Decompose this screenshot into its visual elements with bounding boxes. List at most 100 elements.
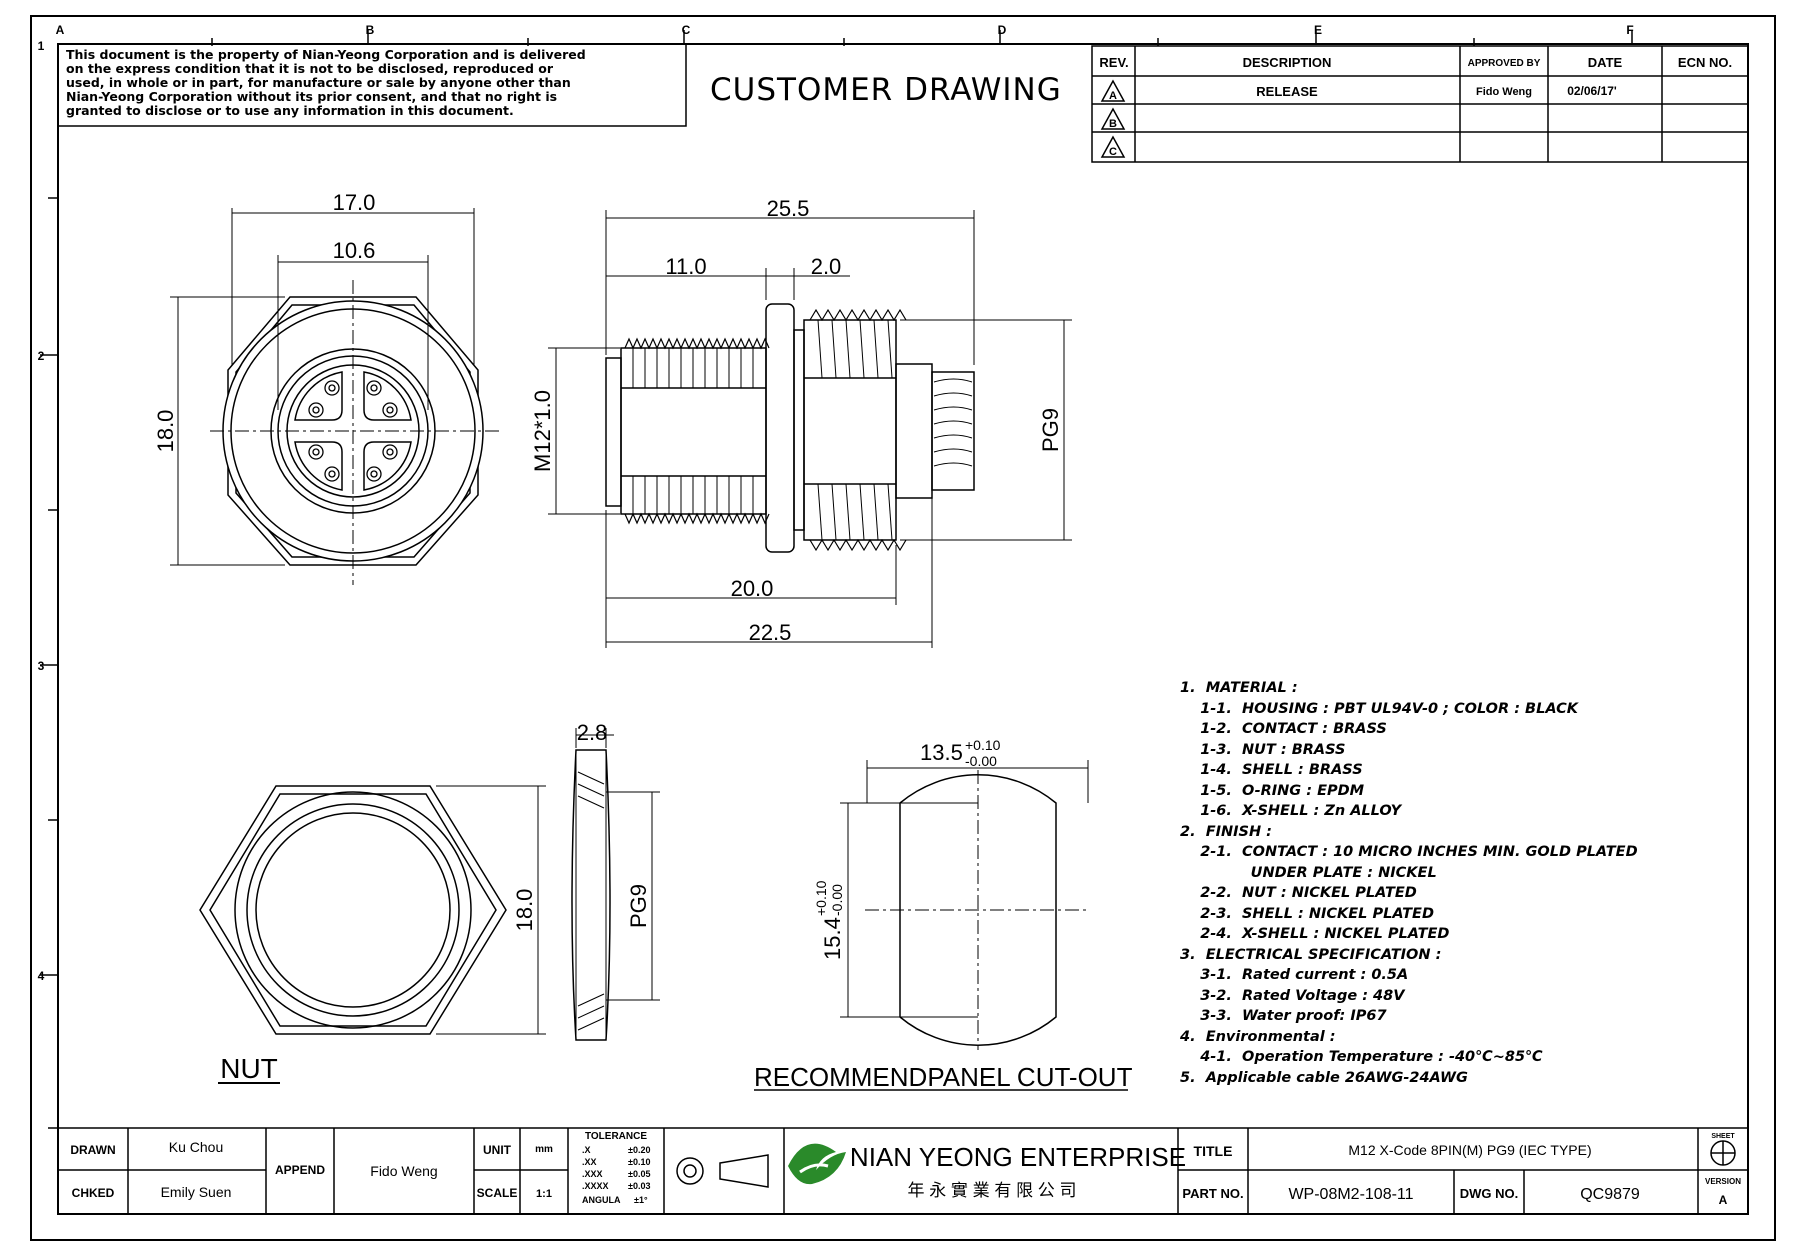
drawn-value: Ku Chou — [169, 1139, 223, 1155]
nut-view — [199, 785, 546, 1084]
note-line: 2-2. NUT : NICKEL PLATED — [1180, 885, 1417, 901]
drawn-label: DRAWN — [70, 1143, 115, 1157]
grid-left-ticks — [40, 197, 58, 1129]
title-label: TITLE — [1194, 1143, 1233, 1159]
tol-row-1-val: ±0.20 — [628, 1145, 650, 1155]
dim-nut-thickness: 2.8 — [577, 720, 608, 745]
spec-notes: 1. MATERIAL : 1-1. HOUSING : PBT UL94V-0… — [1180, 678, 1638, 1088]
dim-cutout-width-tol-minus: -0.00 — [965, 753, 997, 769]
drawing-title: CUSTOMER DRAWING — [710, 72, 1062, 108]
rev-triangles — [1100, 79, 1126, 158]
note-line: 2-3. SHELL : NICKEL PLATED — [1180, 905, 1434, 922]
title-block — [57, 1127, 1749, 1215]
cutout-outline — [899, 774, 1057, 1046]
grid-row-2: 2 — [38, 349, 45, 363]
front-view — [170, 208, 500, 585]
dim-side-pg: PG9 — [1038, 408, 1063, 452]
dim-front-height: 18.0 — [153, 410, 178, 453]
unit-label: UNIT — [483, 1143, 512, 1157]
rev-a-approved: Fido Weng — [1476, 86, 1532, 98]
ownership-notice: This document is the property of Nian-Ye… — [66, 48, 680, 118]
note-line: 3-3. Water proof: IP67 — [1180, 1008, 1387, 1024]
rev-b-label: B — [1109, 118, 1117, 130]
tol-row-1-key: .X — [582, 1145, 591, 1155]
notice-line: on the express condition that it is not … — [66, 61, 554, 76]
note-line: 5. Applicable cable 26AWG-24AWG — [1180, 1069, 1468, 1086]
grid-row-4: 4 — [38, 969, 45, 983]
notice-box — [57, 43, 687, 127]
note-line: UNDER PLATE : NICKEL — [1180, 864, 1437, 881]
dim-front-outer-width: 17.0 — [333, 190, 376, 215]
dim-front-inner-width: 10.6 — [333, 238, 376, 263]
note-line: 1-2. CONTACT : BRASS — [1180, 721, 1387, 737]
dim-cutout-height-tol-plus: +0.10 — [813, 880, 829, 916]
note-line: 1-6. X-SHELL : Zn ALLOY — [1180, 803, 1402, 819]
dim-nut-pg: PG9 — [626, 884, 651, 928]
tolerance-label: TOLERANCE — [585, 1131, 647, 1142]
dwg-value: QC9879 — [1580, 1186, 1640, 1203]
nut-hex-outline — [199, 785, 507, 1035]
rev-header-date: DATE — [1588, 55, 1623, 70]
rev-header-ecn: ECN NO. — [1678, 55, 1732, 70]
dim-cutout-height-tol-minus: -0.00 — [829, 884, 845, 916]
grid-col-e: E — [1314, 23, 1322, 37]
note-line: 2-1. CONTACT : 10 MICRO INCHES MIN. GOLD… — [1180, 844, 1638, 860]
notice-line: Nian-Yeong Corporation without its prior… — [66, 89, 558, 104]
dim-cutout-width: 13.5 — [920, 740, 963, 765]
dwg-label: DWG NO. — [1460, 1186, 1519, 1201]
rev-header-description: DESCRIPTION — [1243, 55, 1332, 70]
notice-line: used, in whole or in part, for manufactu… — [66, 75, 571, 90]
dim-side-flange: 2.0 — [811, 254, 842, 279]
dim-side-thread: M12*1.0 — [530, 390, 555, 472]
note-line: 1-4. SHELL : BRASS — [1180, 762, 1363, 778]
cutout-view — [754, 760, 1128, 1091]
tol-row-2-val: ±0.10 — [628, 1157, 650, 1167]
rev-a-date: 02/06/17' — [1567, 84, 1617, 98]
note-line: 1. MATERIAL : — [1180, 680, 1298, 696]
nut-view-label: NUT — [220, 1053, 278, 1084]
tol-row-3-key: .XXX — [582, 1169, 603, 1179]
rev-a-description: RELEASE — [1256, 84, 1318, 99]
note-line: 2-4. X-SHELL : NICKEL PLATED — [1180, 926, 1450, 942]
unit-value: mm — [535, 1144, 553, 1155]
append-value: Fido Weng — [370, 1163, 437, 1179]
version-label: VERSION — [1705, 1177, 1741, 1186]
grid-col-b: B — [366, 23, 375, 37]
note-line: 4-1. Operation Temperature : -40℃~85℃ — [1180, 1049, 1543, 1065]
note-line: 3-1. Rated current : 0.5A — [1180, 967, 1409, 983]
grid-col-c: C — [682, 23, 691, 37]
dim-side-body: 20.0 — [731, 576, 774, 601]
grid-row-3: 3 — [38, 659, 45, 673]
scale-value: 1:1 — [536, 1188, 552, 1200]
rev-header-rev: REV. — [1099, 55, 1128, 70]
note-line: 1-1. HOUSING : PBT UL94V-0 ; COLOR : BLA… — [1180, 700, 1578, 717]
part-label: PART NO. — [1182, 1186, 1243, 1201]
sheet-label: SHEET — [1711, 1133, 1735, 1140]
part-value: WP-08M2-108-11 — [1288, 1186, 1413, 1203]
note-line: 1-3. NUT : BRASS — [1180, 741, 1346, 758]
company-logo — [788, 1143, 846, 1185]
rev-c-label: C — [1109, 146, 1117, 158]
rev-header-approved: APPROVED BY — [1468, 58, 1541, 69]
notice-line: granted to disclose or to use any inform… — [66, 103, 514, 118]
dim-cutout-height: 15.4 — [820, 917, 845, 960]
dim-side-front: 11.0 — [665, 254, 706, 279]
side-view — [548, 210, 1072, 648]
scale-label: SCALE — [477, 1186, 518, 1200]
grid-row-1: 1 — [38, 39, 45, 53]
cutout-view-label: RECOMMENDPANEL CUT-OUT — [754, 1062, 1133, 1092]
company-zh: 年 永 實 業 有 限 公 司 — [907, 1181, 1076, 1200]
rev-a-label: A — [1109, 90, 1117, 102]
outer-frame — [30, 15, 1776, 1241]
note-line: 3-2. Rated Voltage : 48V — [1180, 987, 1405, 1004]
nut-side-view — [571, 728, 660, 1041]
checked-label: CHKED — [72, 1186, 115, 1200]
append-label: APPEND — [275, 1163, 325, 1177]
note-line: 3. ELECTRICAL SPECIFICATION : — [1180, 946, 1442, 963]
dim-side-overall: 22.5 — [749, 620, 792, 645]
grid-col-d: D — [998, 23, 1007, 37]
dim-nut-height: 18.0 — [512, 889, 537, 932]
checked-value: Emily Suen — [161, 1184, 232, 1200]
title-value: M12 X-Code 8PIN(M) PG9 (IEC TYPE) — [1348, 1142, 1591, 1158]
